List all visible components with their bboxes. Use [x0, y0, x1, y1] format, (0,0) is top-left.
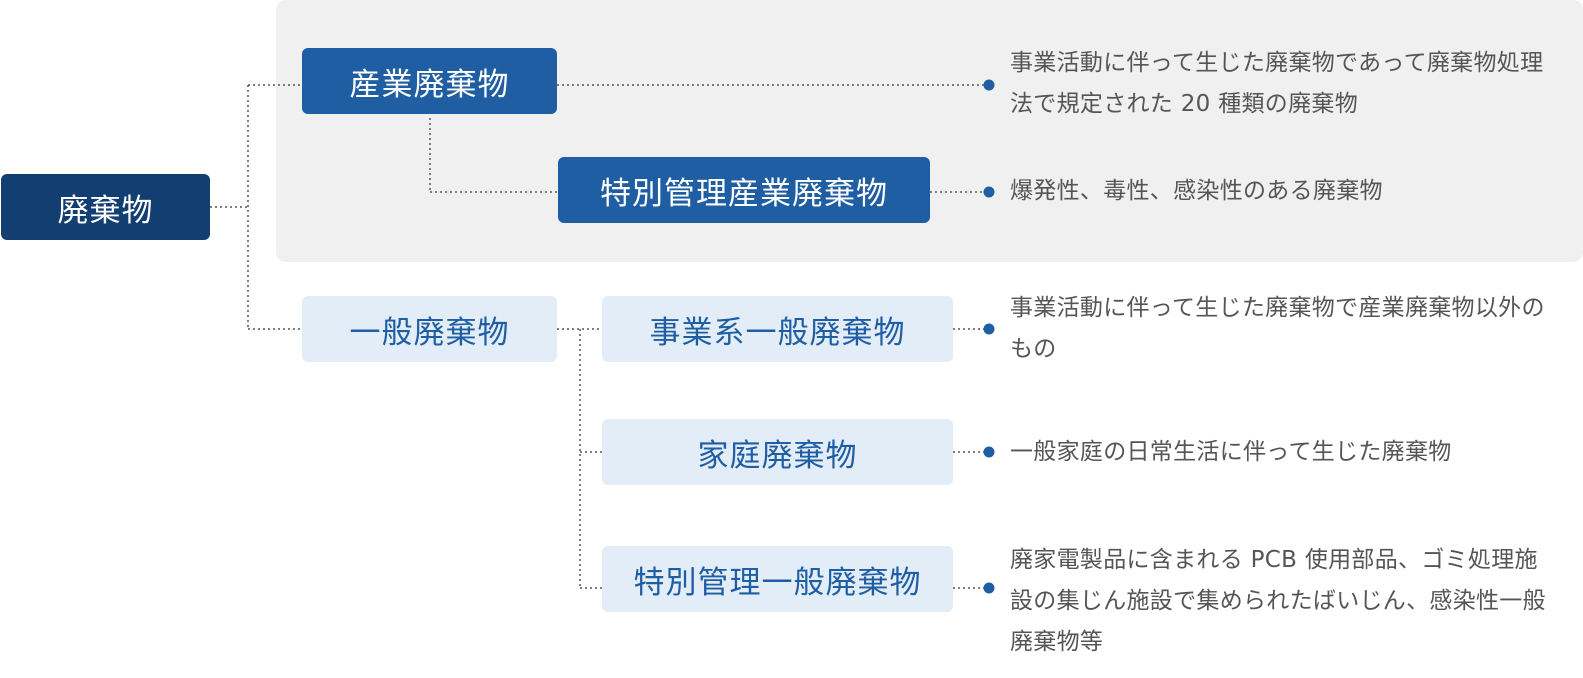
node-special-general-waste: 特別管理一般廃棄物: [602, 546, 953, 612]
description-household-waste: 一般家庭の日常生活に伴って生じた廃棄物: [1010, 439, 1452, 465]
description-special-general-waste: 廃家電製品に含まれる PCB 使用部品、ゴミ処理施設の集じん施設で集められたばい…: [1010, 547, 1546, 655]
node-general-waste: 一般廃棄物: [302, 296, 557, 362]
bullet-special-industrial: [983, 186, 995, 198]
node-special-industrial-waste: 特別管理産業廃棄物: [558, 157, 930, 223]
node-business-general-waste: 事業系一般廃棄物: [602, 296, 953, 362]
bullet-industrial: [983, 79, 995, 91]
description-industrial-waste: 事業活動に伴って生じた廃棄物であって廃棄物処理法で規定された 20 種類の廃棄物: [1010, 50, 1544, 117]
root-node-waste: 廃棄物: [1, 174, 210, 240]
node-household-waste: 家庭廃棄物: [602, 419, 953, 485]
node-industrial-waste: 産業廃棄物: [302, 48, 557, 114]
description-business-general-waste: 事業活動に伴って生じた廃棄物で産業廃棄物以外のもの: [1010, 295, 1545, 362]
bullet-special-general: [983, 582, 995, 594]
bullet-business-general: [983, 323, 995, 335]
bullet-household: [983, 446, 995, 458]
description-special-industrial-waste: 爆発性、毒性、感染性のある廃棄物: [1010, 178, 1383, 204]
